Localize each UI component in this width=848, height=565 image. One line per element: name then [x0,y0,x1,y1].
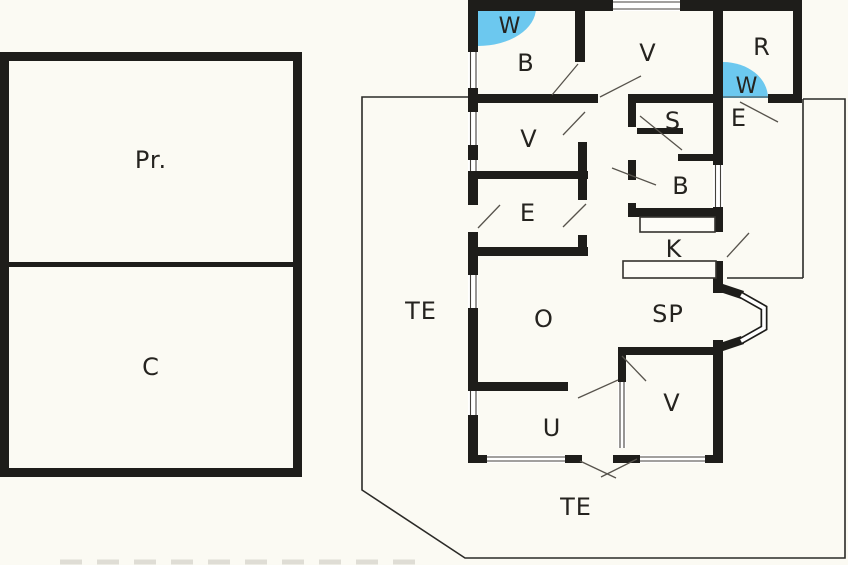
label-bedroom-top: B [517,49,534,77]
label-k: K [666,235,683,263]
label-v-top: V [639,39,656,67]
label-wet-top: W [499,14,522,39]
left-building: Pr. C [0,52,302,477]
label-b-mid: B [672,172,689,200]
door-swings [477,63,779,479]
left-building-divider-wall [0,262,302,267]
label-u: U [543,414,562,442]
house-outer-walls [468,0,802,463]
room-labels: W B V R W V S E B E K TE O SP U V TE [404,14,771,521]
label-v-left: V [520,125,537,153]
label-entry-e: E [731,104,747,132]
label-s: S [665,107,681,135]
label-v-bottom: V [663,389,680,417]
label-r: R [753,33,771,61]
wet-areas [478,8,768,98]
left-wall-windows [468,52,478,415]
kitchen-counter-top [639,216,716,233]
house-interior-walls [468,8,802,463]
label-wet-right: W [736,74,759,99]
terrace-boundary [60,96,846,565]
bay-window [723,284,768,351]
room-label-pr: Pr. [135,146,167,174]
label-e-left: E [520,199,536,227]
shower-area-right [723,62,768,98]
label-te-left: TE [404,297,437,325]
label-o: O [534,305,554,333]
kitchen-counter-bottom [622,260,717,279]
shower-area-top-left [478,8,536,46]
room-label-c: C [142,353,160,381]
label-sp: SP [652,300,684,328]
label-te-bottom: TE [559,493,592,521]
